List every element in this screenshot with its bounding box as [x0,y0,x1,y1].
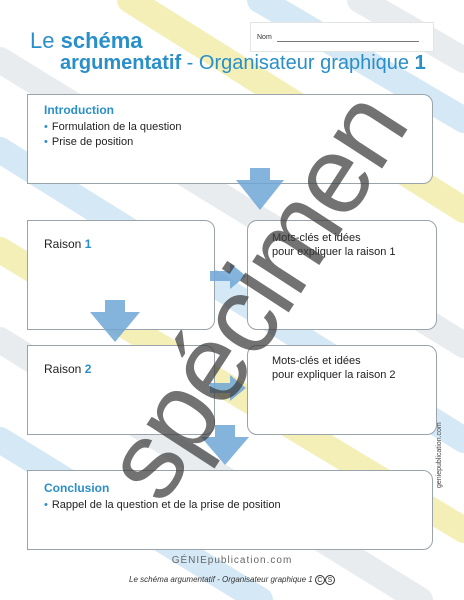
title-prefix: Le [30,28,61,53]
raison-1-box[interactable]: Raison 1 [27,220,215,330]
raison-2-keywords-box[interactable]: Mots-clés et idées pour expliquer la rai… [247,345,437,435]
raison-2-keywords-line2: pour expliquer la raison 2 [272,369,396,381]
raison-1-keywords-box[interactable]: Mots-clés et idées pour expliquer la rai… [247,220,437,330]
title-bold-schema: schéma [60,28,143,53]
header: Le schéma argumentatif - Organisateur gr… [0,0,464,86]
share-icon: S [324,575,335,585]
conclusion-box[interactable]: Conclusion Rappel de la question et de l… [27,470,433,550]
introduction-list: Formulation de la question Prise de posi… [44,120,416,150]
raison-1-number: 1 [84,237,92,251]
name-field[interactable]: Nom [250,22,434,52]
side-url: geniepublication.com [436,422,443,488]
title-rest: - Organisateur graphique [181,52,415,74]
footer-caption-text: Le schéma argumentatif - Organisateur gr… [129,575,313,585]
raison-1-label: Raison 1 [44,237,198,251]
page-title: Le schéma [30,28,143,54]
introduction-heading: Introduction [44,103,114,117]
footer-caption: Le schéma argumentatif - Organisateur gr… [0,575,464,585]
publisher-logo: GÉNIEpublication.com [171,555,293,566]
name-line [277,41,419,42]
raison-1-keywords-line1: Mots-clés et idées [272,232,361,244]
title-bold-argumentatif: argumentatif [60,52,182,74]
raison-2-keywords-line1: Mots-clés et idées [272,355,361,367]
list-item: Formulation de la question [44,120,416,135]
raison-1-keywords-line2: pour expliquer la raison 1 [272,246,396,258]
introduction-box[interactable]: Introduction Formulation de la question … [27,94,433,184]
copyright-icon: C [314,575,325,585]
list-item: Rappel de la question et de la prise de … [44,498,416,513]
raison-2-text: Raison [44,362,85,376]
raison-1-text: Raison [44,237,85,251]
conclusion-list: Rappel de la question et de la prise de … [44,498,416,513]
raison-2-number: 2 [84,362,92,376]
title-number: 1 [414,52,426,74]
page-subtitle: argumentatif - Organisateur graphique 1 [60,52,426,75]
name-label: Nom [257,34,272,41]
list-item: Prise de position [44,135,416,150]
raison-2-label: Raison 2 [44,362,198,376]
conclusion-heading: Conclusion [44,481,110,495]
raison-2-box[interactable]: Raison 2 [27,345,215,435]
